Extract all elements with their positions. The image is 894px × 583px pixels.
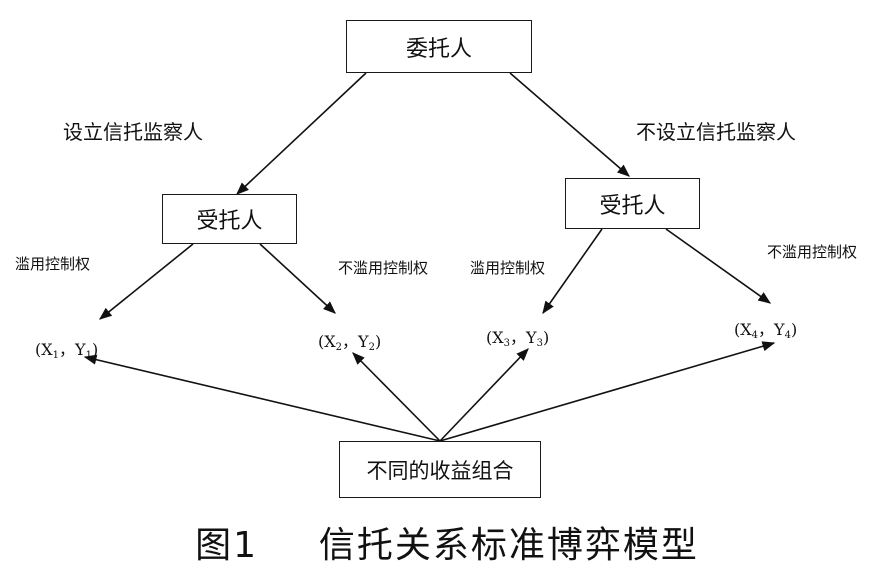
trustee-node-left: 受托人 [162,194,297,244]
edge-outcomes-to-payoff-1 [83,354,441,442]
figure-caption: 图1 信托关系标准博弈模型 [0,516,894,568]
edge-right-trustee-no-abuse [665,228,772,304]
payoff-1: (X1，Y1) [35,340,99,361]
payoff-2: (X2，Y2) [318,332,382,353]
edge-principal-to-left-trustee [236,72,367,195]
branch-no-abuse-right: 不滥用控制权 [767,243,858,261]
principal-node: 委托人 [346,20,532,73]
edge-left-trustee-abuse [99,243,194,320]
principal-label: 委托人 [405,36,472,62]
payoff-4: (X4，Y4) [734,320,798,341]
trustee-left-label: 受托人 [196,209,263,234]
branch-abuse-right: 滥用控制权 [470,259,546,277]
figure-number: 图1 [195,525,258,566]
edge-outcomes-to-payoff-2 [352,352,441,442]
edge-principal-to-right-trustee [509,72,630,177]
trustee-node-right: 受托人 [565,178,700,229]
figure-title: 信托关系标准博弈模型 [318,525,699,566]
branch-abuse-left: 滥用控制权 [15,255,91,273]
edge-right-trustee-abuse [542,228,603,315]
edge-outcomes-to-payoff-3 [439,348,529,442]
outcomes-label: 不同的收益组合 [366,458,514,483]
payoff-3: (X3，Y3) [486,328,550,349]
branch-no-abuse-left: 不滥用控制权 [338,259,429,277]
branch-without-supervisor: 不设立信托监察人 [636,120,796,144]
trustee-right-label: 受托人 [599,193,666,219]
edge-outcomes-to-payoff-4 [439,341,776,442]
edge-left-trustee-no-abuse [259,243,336,314]
branch-with-supervisor: 设立信托监察人 [63,120,203,144]
outcomes-node: 不同的收益组合 [339,441,541,498]
